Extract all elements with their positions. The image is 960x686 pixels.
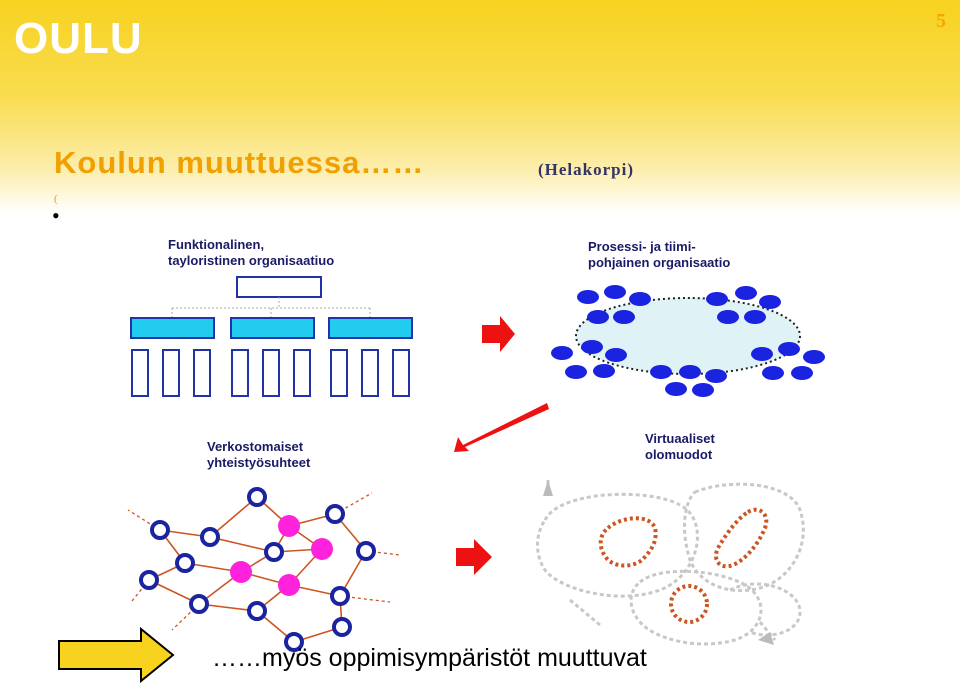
org-mid-box-2 <box>230 317 315 339</box>
org-leaf-box <box>193 349 211 397</box>
org-leaf-box <box>231 349 249 397</box>
grey-marker-icon <box>758 632 774 645</box>
header-band <box>0 0 960 215</box>
bullet-point: • <box>52 203 60 228</box>
red-arrow-right-icon <box>482 316 515 352</box>
author-credit: (Helakorpi) <box>538 160 634 179</box>
org-top-box <box>236 276 322 298</box>
org-mid-box-1 <box>130 317 215 339</box>
org-leaf-box <box>131 349 149 397</box>
org-leaf-box <box>293 349 311 397</box>
network-label: Verkostomaiset yhteistyösuhteet <box>207 439 311 470</box>
network-diagram <box>127 487 401 666</box>
org-mid-box-3 <box>328 317 413 339</box>
footer-text: ……myös oppimisympäristöt muuttuvat <box>212 644 647 672</box>
arrow-right-icon <box>58 627 175 683</box>
virtual-label: Virtuaaliset olomuodot <box>645 431 715 462</box>
org-leaf-box <box>262 349 280 397</box>
functional-org-label: Funktionalinen, tayloristinen organisaat… <box>168 237 335 268</box>
slide-title: Koulun muuttuessa…… <box>54 145 425 180</box>
org-leaf-box <box>392 349 410 397</box>
red-arrow-diagonal-icon <box>454 403 549 452</box>
virtual-forms-diagram <box>536 480 805 646</box>
stray-paren: ( <box>54 193 58 205</box>
oulu-logo: OULU <box>14 14 143 63</box>
functional-org-chart <box>130 276 413 397</box>
process-team-diagram <box>551 285 825 397</box>
grey-marker-icon <box>543 480 553 496</box>
org-leaf-box <box>361 349 379 397</box>
page-number: 5 <box>936 10 946 32</box>
org-leaf-box <box>330 349 348 397</box>
org-leaf-box <box>162 349 180 397</box>
process-org-label: Prosessi- ja tiimi- pohjainen organisaat… <box>588 239 731 270</box>
red-arrow-right-icon <box>456 539 492 575</box>
